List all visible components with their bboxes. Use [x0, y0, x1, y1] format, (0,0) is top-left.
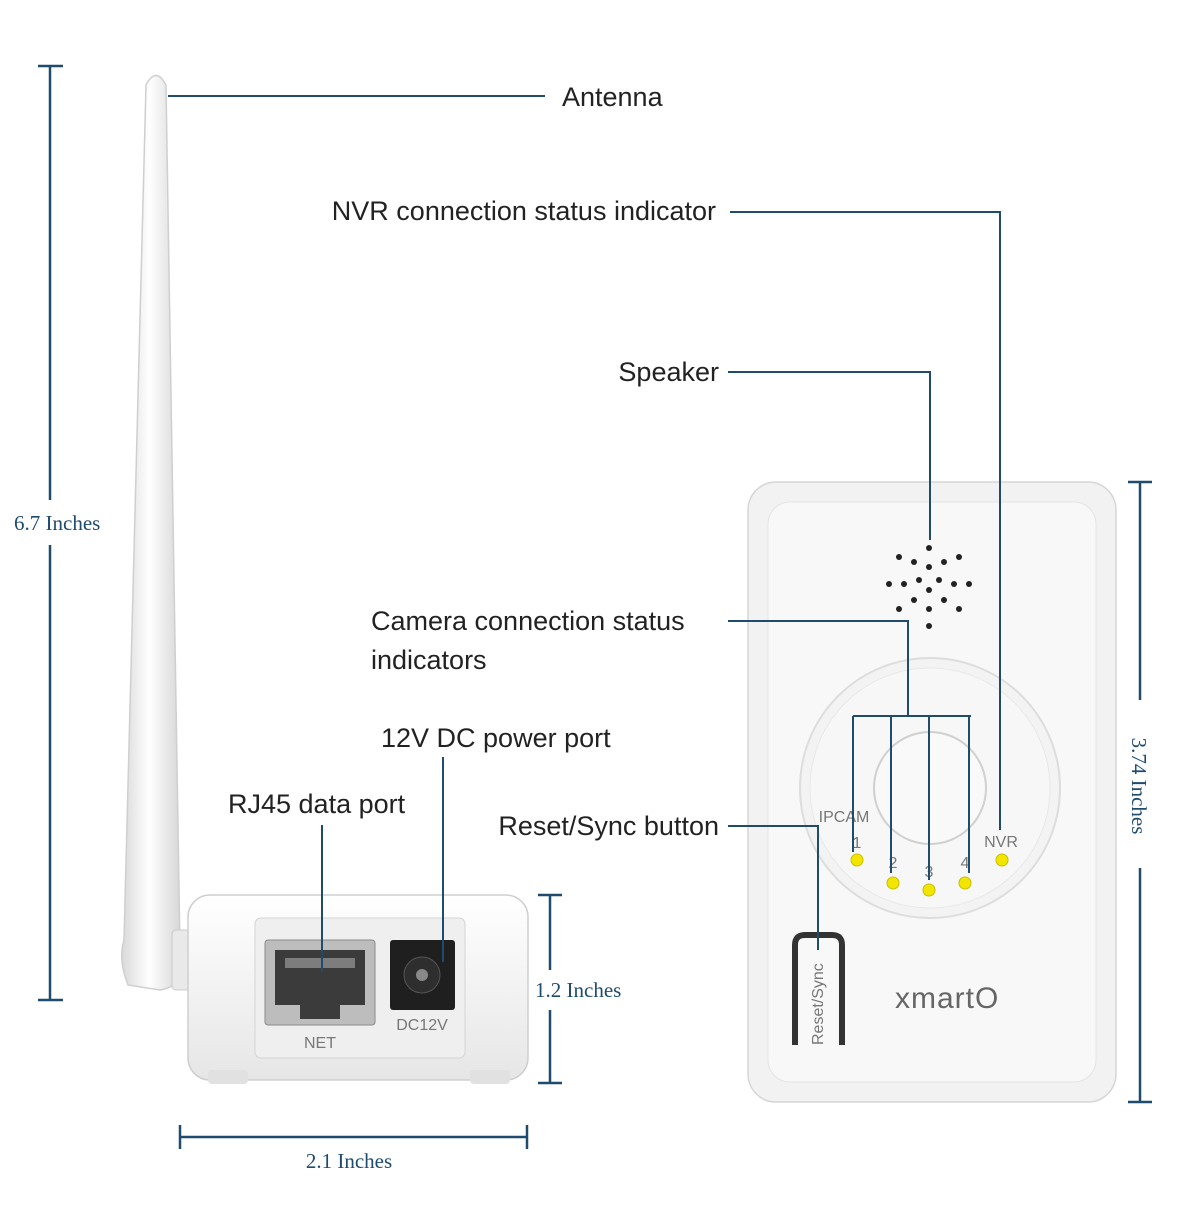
reset-button-callout: Reset/Sync button — [498, 811, 719, 841]
camera-leader-stem — [728, 620, 909, 716]
base-width-label: 2.1 Inches — [306, 1149, 392, 1173]
dimension-base-height — [538, 893, 562, 1085]
antenna-callout: Antenna — [562, 82, 664, 112]
nvr-leader — [730, 211, 1001, 830]
led-nvr — [995, 853, 1009, 867]
leader-lines — [168, 95, 1001, 972]
base-height-label: 1.2 Inches — [535, 978, 621, 1002]
led-1-label: 1 — [853, 835, 862, 852]
power-port-callout: 12V DC power port — [381, 723, 611, 753]
brand-logo: xmartO — [895, 982, 999, 1015]
dc-power-port — [390, 940, 455, 1010]
speaker-callout: Speaker — [618, 357, 719, 387]
reset-leader — [728, 825, 819, 950]
led-camera-3 — [922, 883, 936, 897]
panel-height-label: 3.74 Inches — [1127, 738, 1151, 835]
rj45-port-callout: RJ45 data port — [228, 789, 406, 819]
speaker-leader — [728, 371, 931, 540]
ipcam-label: IPCAM — [819, 809, 870, 826]
dimension-total-height — [38, 64, 63, 1002]
camera-indicators-callout-line2: indicators — [371, 645, 487, 675]
dimension-panel-height — [1128, 480, 1152, 1104]
port-dc-label: DC12V — [396, 1017, 448, 1034]
rj45-port — [264, 939, 376, 1026]
led-camera-1 — [850, 853, 864, 867]
speaker-grille — [886, 545, 972, 629]
dimension-base-width — [178, 1125, 529, 1149]
camera-indicators-callout-line1: Camera connection status — [371, 606, 685, 636]
port-net-label: NET — [304, 1035, 336, 1052]
led-camera-2 — [886, 876, 900, 890]
total-height-label: 6.7 Inches — [14, 511, 100, 535]
reset-sync-label: Reset/Sync — [810, 963, 827, 1045]
led-2-label: 2 — [889, 855, 898, 872]
antenna — [121, 74, 193, 991]
led-4-label: 4 — [961, 855, 970, 872]
status-leds — [850, 853, 1009, 897]
led-camera-4 — [958, 876, 972, 890]
nvr-label: NVR — [984, 834, 1018, 851]
nvr-indicator-callout: NVR connection status indicator — [332, 196, 716, 226]
